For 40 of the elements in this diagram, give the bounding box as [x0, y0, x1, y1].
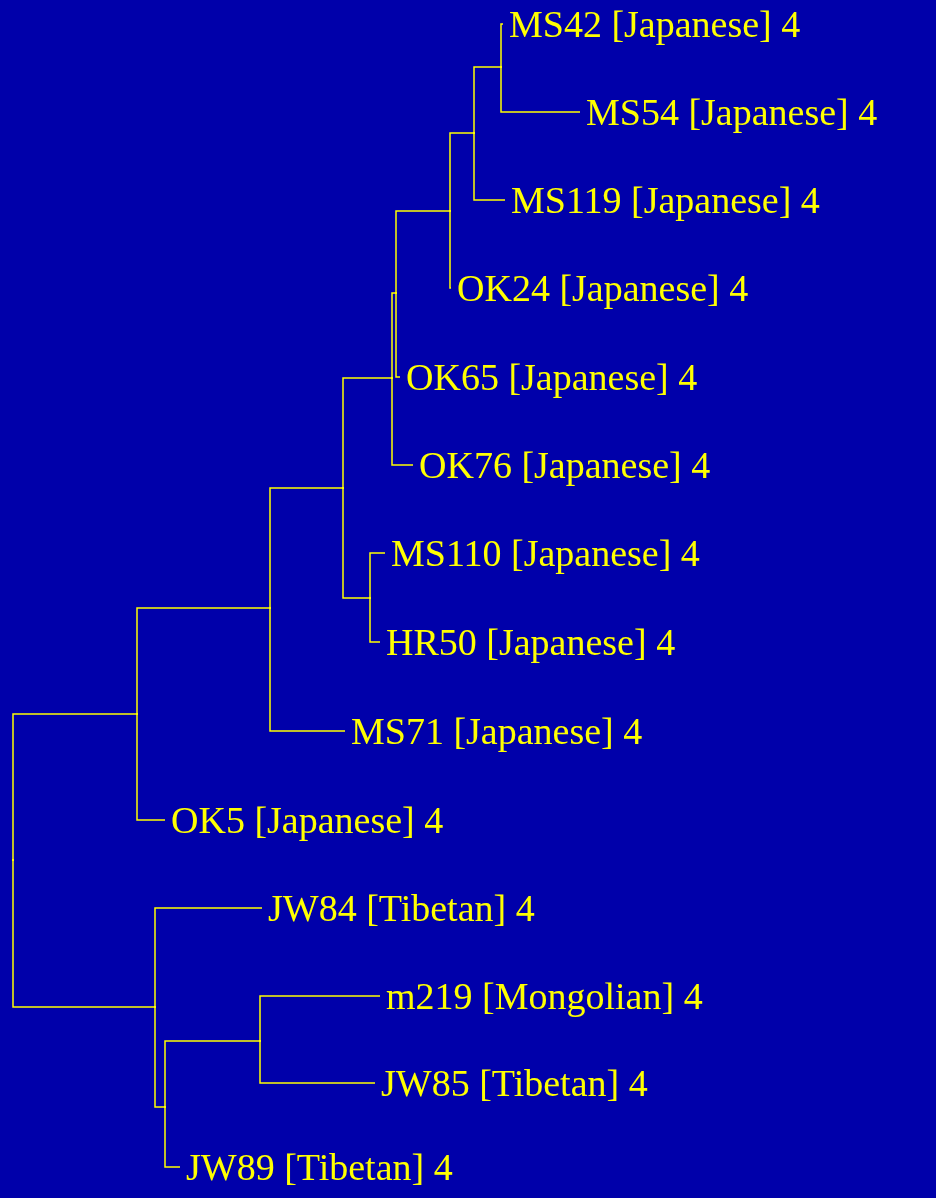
tree-branch	[269, 607, 346, 732]
tree-branch	[342, 377, 393, 489]
tree-branch	[154, 907, 263, 1008]
tree-branch	[164, 1106, 181, 1168]
tree-branch	[500, 23, 504, 68]
tree-branch	[12, 859, 156, 1008]
leaf-label: HR50 [Japanese] 4	[380, 620, 676, 664]
tree-branch	[154, 1006, 166, 1108]
tree-branch	[164, 1040, 261, 1108]
leaf-label: MS110 [Japanese] 4	[385, 531, 700, 575]
leaf-label: OK5 [Japanese] 4	[165, 798, 444, 842]
tree-branch	[259, 1040, 376, 1084]
leaf-label: MS119 [Japanese] 4	[505, 178, 820, 222]
tree-branch	[473, 132, 506, 201]
leaf-label: MS54 [Japanese] 4	[580, 90, 878, 134]
tree-branch	[449, 210, 452, 289]
leaf-label: JW85 [Tibetan] 4	[375, 1061, 648, 1105]
tree-branch	[136, 607, 271, 715]
leaf-label: OK24 [Japanese] 4	[451, 266, 749, 310]
tree-branch	[369, 552, 386, 599]
tree-branch	[395, 210, 451, 294]
tree-branch	[342, 487, 371, 599]
leaf-label: MS71 [Japanese] 4	[345, 709, 643, 753]
tree-branch	[369, 597, 381, 643]
tree-branch	[269, 487, 344, 609]
tree-branch	[473, 66, 502, 134]
leaf-label: m219 [Mongolian] 4	[380, 974, 703, 1018]
tree-branch	[500, 66, 581, 113]
leaf-label: MS42 [Japanese] 4	[503, 2, 801, 46]
leaf-label: JW89 [Tibetan] 4	[180, 1145, 453, 1189]
tree-branch	[391, 377, 414, 466]
leaf-label: OK76 [Japanese] 4	[413, 443, 711, 487]
leaf-label: JW84 [Tibetan] 4	[262, 886, 535, 930]
tree-branch	[136, 713, 166, 821]
tree-branch	[449, 132, 475, 212]
tree-branch	[395, 292, 401, 378]
tree-branch	[391, 292, 397, 379]
tree-branch	[12, 713, 138, 861]
tree-branch	[259, 995, 381, 1042]
leaf-label: OK65 [Japanese] 4	[400, 355, 698, 399]
